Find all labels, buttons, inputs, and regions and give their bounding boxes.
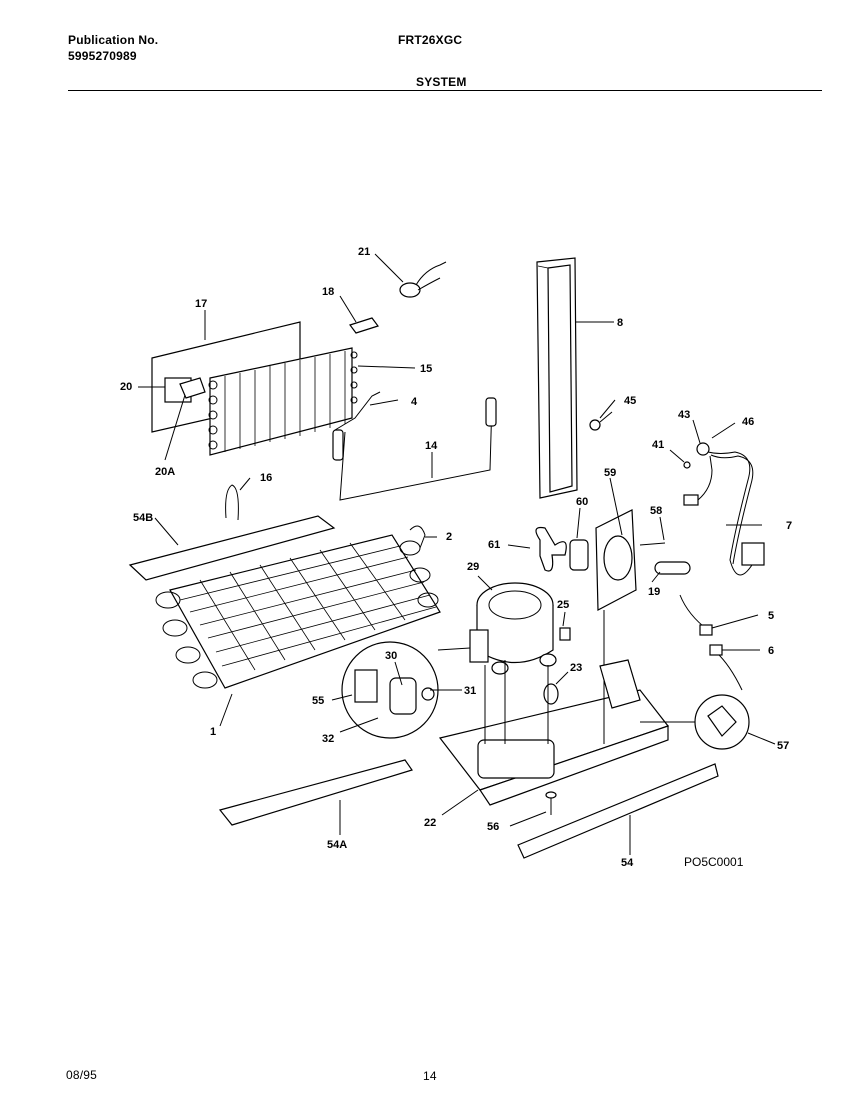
callout-30: 30 [385,650,397,662]
callout-60: 60 [576,496,588,508]
callout-7: 7 [786,520,792,532]
condenser-coil [155,534,441,689]
callout-22: 22 [424,817,436,829]
callout-45: 45 [624,395,636,407]
callout-17: 17 [195,298,207,310]
callout-20: 20 [120,381,132,393]
part-2-clip [409,525,426,549]
callout-8: 8 [617,317,623,329]
callout-5: 5 [768,610,774,622]
callout-19: 19 [648,586,660,598]
part-16-clamp [225,484,239,521]
callout-31: 31 [464,685,476,697]
callout-15: 15 [420,363,432,375]
callout-46: 46 [742,416,754,428]
model-number: FRT26XGC [398,33,463,47]
base-pan [438,610,669,806]
callout-16: 16 [260,472,272,484]
part-54b-bracket [128,515,336,581]
callout-59: 59 [604,467,616,479]
callout-54: 54 [621,857,634,869]
leader-lines [138,253,776,855]
callout-54b: 54B [133,512,153,524]
callout-14: 14 [425,440,438,452]
callout-20a: 20A [155,466,175,478]
part-45-screw [589,411,613,431]
condenser-fan-assembly [535,509,666,611]
figure-code: PO5C0001 [684,855,744,869]
callout-57: 57 [777,740,789,752]
part-8-channel [536,257,578,499]
callout-58: 58 [650,505,662,517]
header-rule [68,90,822,91]
publication-number: 5995270989 [68,49,137,63]
callout-25: 25 [557,599,569,611]
part-54-bracket [517,763,719,859]
part-57-detail [694,694,750,750]
defrost-tubing [332,391,497,501]
callout-labels: 21 18 8 17 15 20 4 45 43 46 41 14 20A 16… [120,246,792,869]
page-number: 14 [423,1069,437,1083]
footer-date: 08/95 [66,1068,98,1082]
evaporator-assembly [151,321,358,456]
callout-21: 21 [358,246,370,258]
callout-6: 6 [768,645,774,657]
callout-54a: 54A [327,839,347,851]
callout-18: 18 [322,286,334,298]
part-19-tube [654,561,691,575]
callout-43: 43 [678,409,690,421]
callout-55: 55 [312,695,324,707]
callout-32: 32 [322,733,334,745]
part-25-grommet [559,627,571,641]
wiring-connectors [679,594,743,691]
callout-23: 23 [570,662,582,674]
section-title: SYSTEM [416,75,467,89]
part-54a-bracket [218,759,413,826]
power-cord-assembly [683,442,765,576]
callout-29: 29 [467,561,479,573]
relay-detail [341,641,471,739]
callout-41: 41 [652,439,664,451]
part-18-clip [349,317,379,334]
callout-2: 2 [446,531,452,543]
publication-label: Publication No. [68,33,159,47]
callout-61: 61 [488,539,500,551]
compressor [469,582,557,675]
callout-56: 56 [487,821,499,833]
callout-4: 4 [411,396,418,408]
part-21-thermostat [399,261,447,298]
callout-1: 1 [210,726,216,738]
part-56-screw [545,791,557,815]
part-23-grommet [543,683,559,705]
